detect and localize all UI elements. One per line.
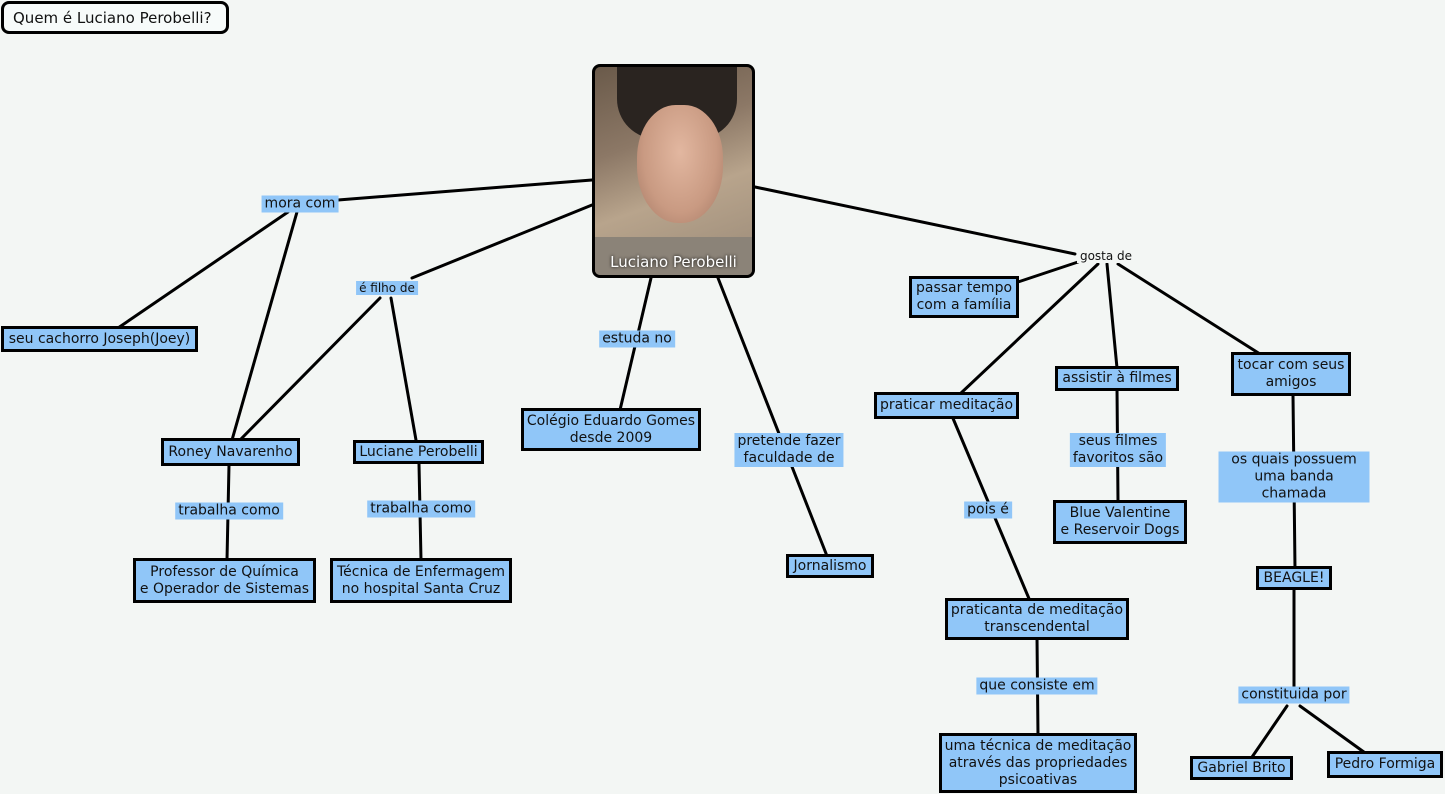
edge [230, 210, 299, 442]
node-pedro[interactable]: Pedro Formiga [1327, 751, 1443, 778]
edge [1116, 262, 1262, 356]
edge [716, 276, 829, 558]
link-filho-de: é filho de [356, 281, 418, 295]
page-title: Quem é Luciano Perobelli? [1, 1, 229, 34]
link-constituida: constituida por [1238, 686, 1350, 704]
edge [1105, 262, 1119, 370]
node-fav-films[interactable]: Blue Valentine e Reservoir Dogs [1053, 500, 1187, 544]
edge [116, 210, 290, 330]
link-mora-com: mora com [261, 195, 339, 213]
node-luciane[interactable]: Luciane Perobelli [353, 440, 484, 464]
node-films[interactable]: assistir à filmes [1055, 366, 1179, 391]
node-friends[interactable]: tocar com seus amigos [1231, 352, 1351, 396]
edge [753, 185, 1077, 256]
edge [1298, 704, 1370, 757]
link-estuda-no: estuda no [599, 330, 675, 348]
edge [1016, 260, 1080, 284]
node-technique[interactable]: uma técnica de meditação através das pro… [939, 733, 1137, 793]
link-trabalha-luciane: trabalha como [367, 500, 475, 518]
edge [389, 296, 418, 442]
link-trabalha-roney: trabalha como [175, 502, 283, 520]
link-seus-filmes: seus filmes favoritos são [1069, 433, 1167, 467]
node-school[interactable]: Colégio Eduardo Gomes desde 2009 [521, 408, 701, 451]
portrait-shirt [595, 237, 752, 275]
link-pretende-fazer: pretende fazer faculdade de [734, 433, 844, 467]
edge [1248, 704, 1289, 762]
link-consiste: que consiste em [976, 677, 1098, 695]
node-roney[interactable]: Roney Navarenho [161, 438, 300, 466]
node-band[interactable]: BEAGLE! [1256, 566, 1332, 590]
node-roney-job[interactable]: Professor de Química e Operador de Siste… [133, 558, 316, 603]
center-node-photo[interactable]: Luciano Perobelli [592, 64, 755, 278]
portrait-face [637, 105, 723, 223]
node-dog[interactable]: seu cachorro Joseph(Joey) [1, 326, 198, 352]
node-journalism[interactable]: Jornalismo [786, 554, 874, 578]
node-family[interactable]: passar tempo com a família [909, 276, 1019, 318]
link-pois-e: pois é [964, 501, 1012, 519]
edge [238, 296, 382, 442]
link-gosta-de: gosta de [1076, 249, 1136, 263]
edge [410, 203, 594, 280]
node-tm[interactable]: praticanta de meditação transcendental [945, 598, 1129, 640]
node-luciane-job[interactable]: Técnica de Enfermagem no hospital Santa … [330, 558, 512, 603]
node-meditation[interactable]: praticar meditação [874, 392, 1019, 419]
center-node-caption: Luciano Perobelli [610, 253, 737, 271]
edge [958, 262, 1100, 396]
link-os-quais: os quais possuem uma banda chamada [1218, 451, 1370, 503]
edge [336, 178, 594, 202]
node-gabriel[interactable]: Gabriel Brito [1190, 756, 1293, 780]
